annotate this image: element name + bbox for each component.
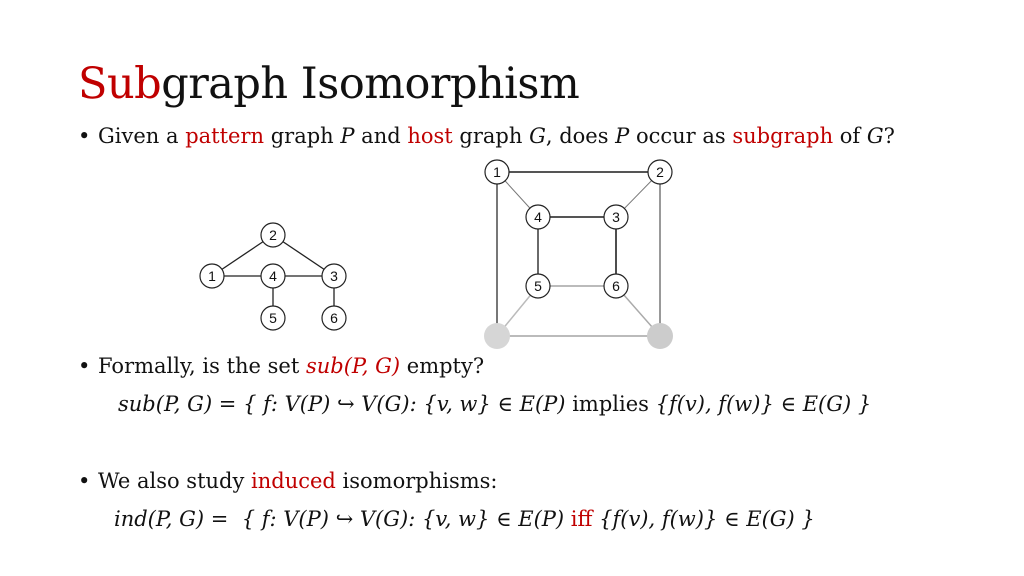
pattern-node-label: 2: [269, 227, 277, 243]
host-node-label: 3: [612, 209, 620, 225]
host-node-6: [603, 273, 629, 299]
formula-keyword-iff: iff: [570, 507, 593, 531]
text: graph: [264, 124, 341, 148]
slide-title: Subgraph Isomorphism: [78, 58, 580, 110]
title-rest: graph Isomorphism: [161, 59, 580, 109]
host-node-5: [525, 273, 551, 299]
bullet-dot-icon: •: [78, 469, 91, 493]
host-graph-edges: [496, 171, 661, 337]
text: of: [833, 124, 867, 148]
text: Formally, is the set: [98, 354, 306, 378]
host-node-label: 2: [656, 164, 664, 180]
var-G: G: [866, 124, 884, 148]
text: empty?: [400, 354, 485, 378]
bullet-dot-icon: •: [78, 124, 91, 148]
pattern-node-label: 5: [269, 310, 277, 326]
bullet-induced: • We also study induced isomorphisms:: [78, 467, 498, 495]
ind-definition-formula: ind(P, G) = { f: V(P) ↪ V(G): {v, w} ∈ E…: [114, 505, 815, 533]
text: We also study: [98, 469, 252, 493]
formula-rhs: {f(v), f(w)} ∈ E(G) }: [592, 507, 815, 531]
text: , does: [545, 124, 616, 148]
var-P: P: [340, 124, 355, 148]
pattern-node-6: [321, 305, 347, 331]
title-highlight: Sub: [78, 59, 162, 109]
pattern-node-label: 6: [330, 310, 338, 326]
var-P: P: [615, 124, 630, 148]
formula-lhs: sub(P, G) = { f: V(P) ↪ V(G): {v, w} ∈ E…: [118, 392, 566, 416]
text: and: [354, 124, 408, 148]
host-node-label: 6: [612, 278, 620, 294]
formula-rhs: {f(v), f(w)} ∈ E(G) }: [655, 392, 872, 416]
pattern-node-label: 4: [269, 268, 277, 284]
pattern-node-1: [199, 263, 225, 289]
host-node-unmapped: [484, 323, 510, 349]
host-node-2: [647, 159, 673, 185]
formula-keyword: implies: [565, 392, 656, 416]
formula-lhs: ind(P, G) = { f: V(P) ↪ V(G): {v, w} ∈ E…: [114, 507, 571, 531]
text: ?: [883, 124, 895, 148]
host-node-3: [603, 204, 629, 230]
term-subgraph: subgraph: [732, 124, 834, 148]
text: isomorphisms:: [335, 469, 498, 493]
term-induced: induced: [251, 469, 336, 493]
term-pattern: pattern: [185, 124, 265, 148]
host-node-unmapped: [647, 323, 673, 349]
host-node-label: 1: [493, 164, 501, 180]
sub-expression: sub(P, G): [305, 354, 401, 378]
host-node-4: [525, 204, 551, 230]
var-G: G: [529, 124, 546, 148]
pattern-graph-nodes: [199, 222, 347, 331]
host-graph-nodes: [484, 159, 673, 299]
host-node-label: 5: [534, 278, 542, 294]
pattern-node-label: 1: [208, 268, 216, 284]
bullet-formally: • Formally, is the set sub(P, G) empty?: [78, 352, 484, 380]
pattern-node-4: [260, 263, 286, 289]
host-node-1: [484, 159, 510, 185]
pattern-node-label: 3: [330, 268, 338, 284]
term-host: host: [407, 124, 453, 148]
sub-definition-formula: sub(P, G) = { f: V(P) ↪ V(G): {v, w} ∈ E…: [118, 390, 871, 418]
bullet-dot-icon: •: [78, 354, 91, 378]
bullet-question: •Given a pattern graph P and host graph …: [78, 122, 895, 150]
text: occur as: [629, 124, 733, 148]
host-node-label: 4: [534, 209, 542, 225]
pattern-node-2: [260, 222, 286, 248]
text: Given a: [98, 124, 186, 148]
pattern-node-3: [321, 263, 347, 289]
text: graph: [452, 124, 530, 148]
pattern-node-5: [260, 305, 286, 331]
